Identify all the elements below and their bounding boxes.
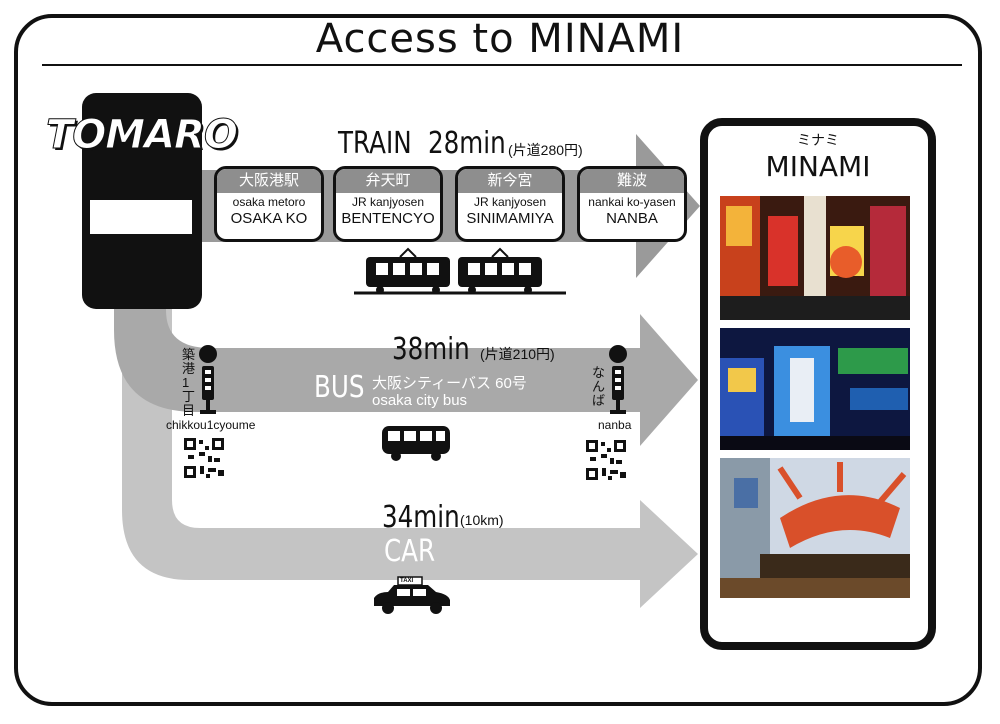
tomaro-sign bbox=[90, 200, 192, 234]
origin-name: TOMARO bbox=[46, 112, 239, 159]
photo-dotonbori-street bbox=[720, 196, 910, 320]
destination-jp: ミナミ bbox=[797, 132, 839, 148]
station-name: NANBA bbox=[606, 210, 658, 227]
station-line: JR kanjyosen bbox=[351, 195, 425, 209]
station-jp-name: 難波 bbox=[580, 169, 684, 193]
bus-company-jp: 大阪シティーバス 60号 bbox=[372, 375, 527, 392]
bus-stop-to-jp: なんば bbox=[592, 365, 606, 408]
station-bentencyo: 弁天町 JR kanjyosen BENTENCYO bbox=[333, 166, 443, 242]
qr-code-icon-to bbox=[586, 440, 626, 480]
title-divider bbox=[42, 64, 962, 66]
station-name: OSAKA KO bbox=[230, 210, 308, 227]
destination-en: MINAMI bbox=[765, 150, 871, 183]
taxi-icon bbox=[374, 576, 450, 614]
train-time: 28min bbox=[428, 126, 506, 161]
station-line: JR kanjyosen bbox=[473, 195, 547, 209]
bus-stop-from-jp: 築港1丁目 bbox=[182, 347, 196, 418]
bus-route-arrow bbox=[114, 300, 698, 446]
car-time: 34min bbox=[382, 500, 460, 535]
station-line: osaka metoro bbox=[232, 195, 306, 209]
photo-glico-sign bbox=[720, 328, 910, 450]
station-jp-name: 弁天町 bbox=[336, 169, 440, 193]
bus-stop-from: chikkou1cyoume bbox=[166, 418, 256, 432]
bus-stop-to: nanba bbox=[598, 418, 632, 432]
page-title: Access to MINAMI bbox=[315, 16, 685, 62]
station-osaka-ko: 大阪港駅 osaka metoro OSAKA KO bbox=[214, 166, 324, 242]
station-jp-name: 大阪港駅 bbox=[217, 169, 321, 193]
station-nanba: 難波 nankai ko-yasen NANBA bbox=[577, 166, 687, 242]
photo-crab-sign bbox=[720, 458, 910, 598]
bus-time: 38min bbox=[392, 332, 470, 367]
train-fare: (片道280円) bbox=[508, 142, 583, 158]
bus-stop-icon-to bbox=[609, 345, 627, 414]
bus-company-en: osaka city bus bbox=[372, 392, 468, 409]
station-sinimamiya: 新今宮 JR kanjyosen SINIMAMIYA bbox=[455, 166, 565, 242]
outer-frame bbox=[14, 14, 982, 706]
taxi-sign: TAXI bbox=[400, 578, 414, 584]
car-label: CAR bbox=[384, 534, 436, 569]
train-label: TRAIN bbox=[338, 126, 412, 161]
train-icon bbox=[366, 247, 542, 294]
bus-fare: (片道210円) bbox=[480, 346, 555, 362]
station-name: SINIMAMIYA bbox=[466, 210, 554, 227]
station-name: BENTENCYO bbox=[341, 210, 435, 227]
bus-stop-icon-from bbox=[199, 345, 217, 414]
car-route-arrow bbox=[122, 300, 698, 608]
bus-label: BUS bbox=[314, 370, 365, 405]
car-distance: (10km) bbox=[460, 512, 504, 528]
train-route-arrow bbox=[200, 134, 700, 278]
station-line: nankai ko-yasen bbox=[588, 195, 676, 209]
qr-code-icon-from bbox=[184, 438, 224, 478]
bus-icon bbox=[382, 426, 450, 461]
station-jp-name: 新今宮 bbox=[458, 169, 562, 193]
